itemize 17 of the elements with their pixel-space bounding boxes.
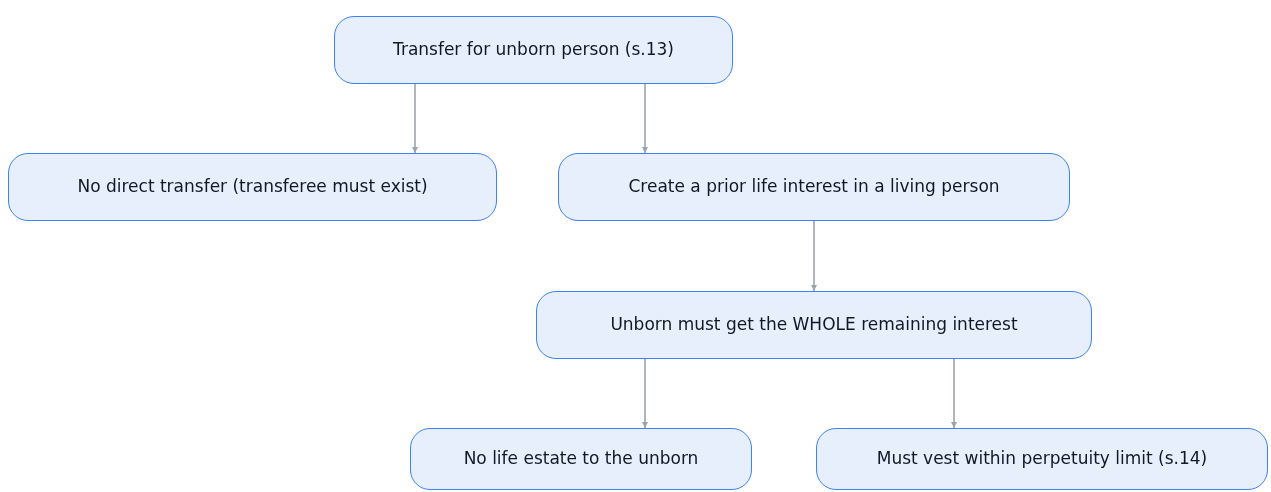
process-box <box>8 153 497 221</box>
box-text: Must vest within perpetuity limit (s.14) <box>876 447 1208 471</box>
process-box <box>410 428 752 490</box>
arrow <box>412 83 418 154</box>
process-box <box>816 428 1268 490</box>
box-text: Transfer for unborn person (s.13) <box>393 38 674 62</box>
box-text: No life estate to the unborn <box>463 447 699 471</box>
arrow <box>951 358 957 429</box>
process-box <box>536 291 1092 359</box>
box-text: Unborn must get the WHOLE remaining interest <box>610 313 1018 337</box>
process-box <box>558 153 1070 221</box>
process-box <box>334 16 733 84</box>
arrow <box>811 220 817 292</box>
arrow <box>642 358 648 429</box>
box-text: Create a prior life interest in a living person <box>628 175 1000 199</box>
arrow <box>642 83 648 154</box>
box-text: No direct transfer (transferee must exist) <box>77 175 428 199</box>
